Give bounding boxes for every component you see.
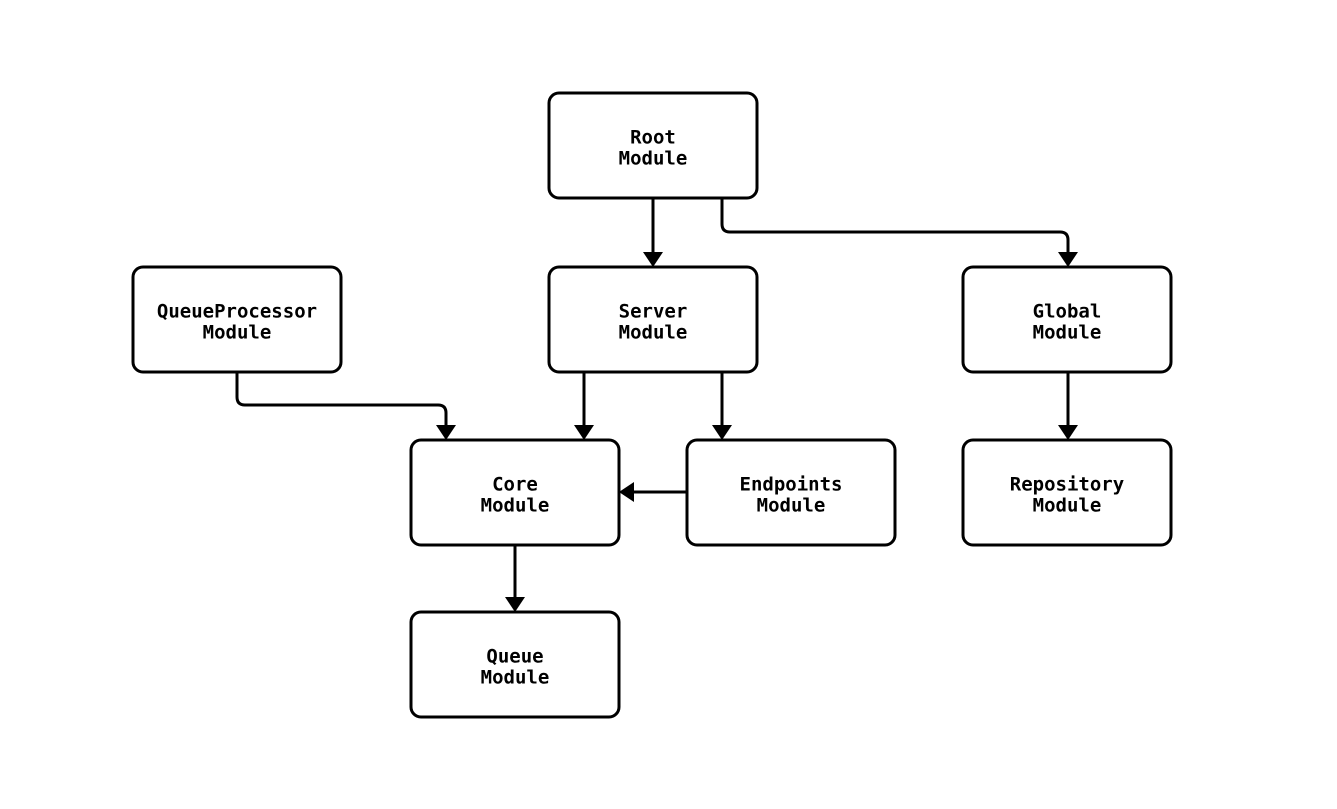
arrowhead-icon xyxy=(619,482,634,502)
edges-layer xyxy=(235,198,1078,612)
edge-root-to-global xyxy=(720,198,1078,267)
edge-line xyxy=(720,198,1070,254)
node-label-line: Global xyxy=(1033,301,1102,323)
edge-global-to-repository xyxy=(1058,372,1078,440)
edge-server-to-core xyxy=(574,372,594,440)
node-label-line: Module xyxy=(481,667,550,689)
node-label-line: Module xyxy=(203,322,272,344)
node-label-line: Root xyxy=(630,127,676,149)
edge-endpoints-to-core xyxy=(619,482,687,502)
node-box xyxy=(547,265,759,374)
arrowhead-icon xyxy=(1058,252,1078,267)
node-label-line: Repository xyxy=(1010,474,1124,496)
node-box xyxy=(961,265,1173,374)
node-label-line: Module xyxy=(1033,495,1102,517)
node-box xyxy=(409,610,621,719)
node-label-line: Queue xyxy=(486,646,543,668)
node-box xyxy=(547,91,759,200)
node-label-line: Module xyxy=(1033,322,1102,344)
edge-root-to-server xyxy=(643,198,663,267)
arrowhead-icon xyxy=(1058,425,1078,440)
node-box xyxy=(131,265,343,374)
node-label-line: Module xyxy=(619,148,688,170)
node-label-line: Server xyxy=(619,301,688,323)
edge-server-to-endpoints xyxy=(712,372,732,440)
node-box xyxy=(409,438,621,547)
node-label-line: QueueProcessor xyxy=(157,301,317,323)
node-label-line: Module xyxy=(481,495,550,517)
node-label-line: Endpoints xyxy=(740,474,843,496)
node-box xyxy=(961,438,1173,547)
arrowhead-icon xyxy=(712,425,732,440)
node-label-line: Core xyxy=(492,474,538,496)
node-box xyxy=(685,438,897,547)
arrowhead-icon xyxy=(505,597,525,612)
arrowhead-icon xyxy=(574,425,594,440)
edge-core-to-queue xyxy=(505,545,525,612)
arrowhead-icon xyxy=(436,425,456,440)
edge-line xyxy=(235,372,448,427)
node-label-line: Module xyxy=(757,495,826,517)
node-label-line: Module xyxy=(619,322,688,344)
edge-queueprocessor-to-core xyxy=(235,372,456,440)
arrowhead-icon xyxy=(643,252,663,267)
